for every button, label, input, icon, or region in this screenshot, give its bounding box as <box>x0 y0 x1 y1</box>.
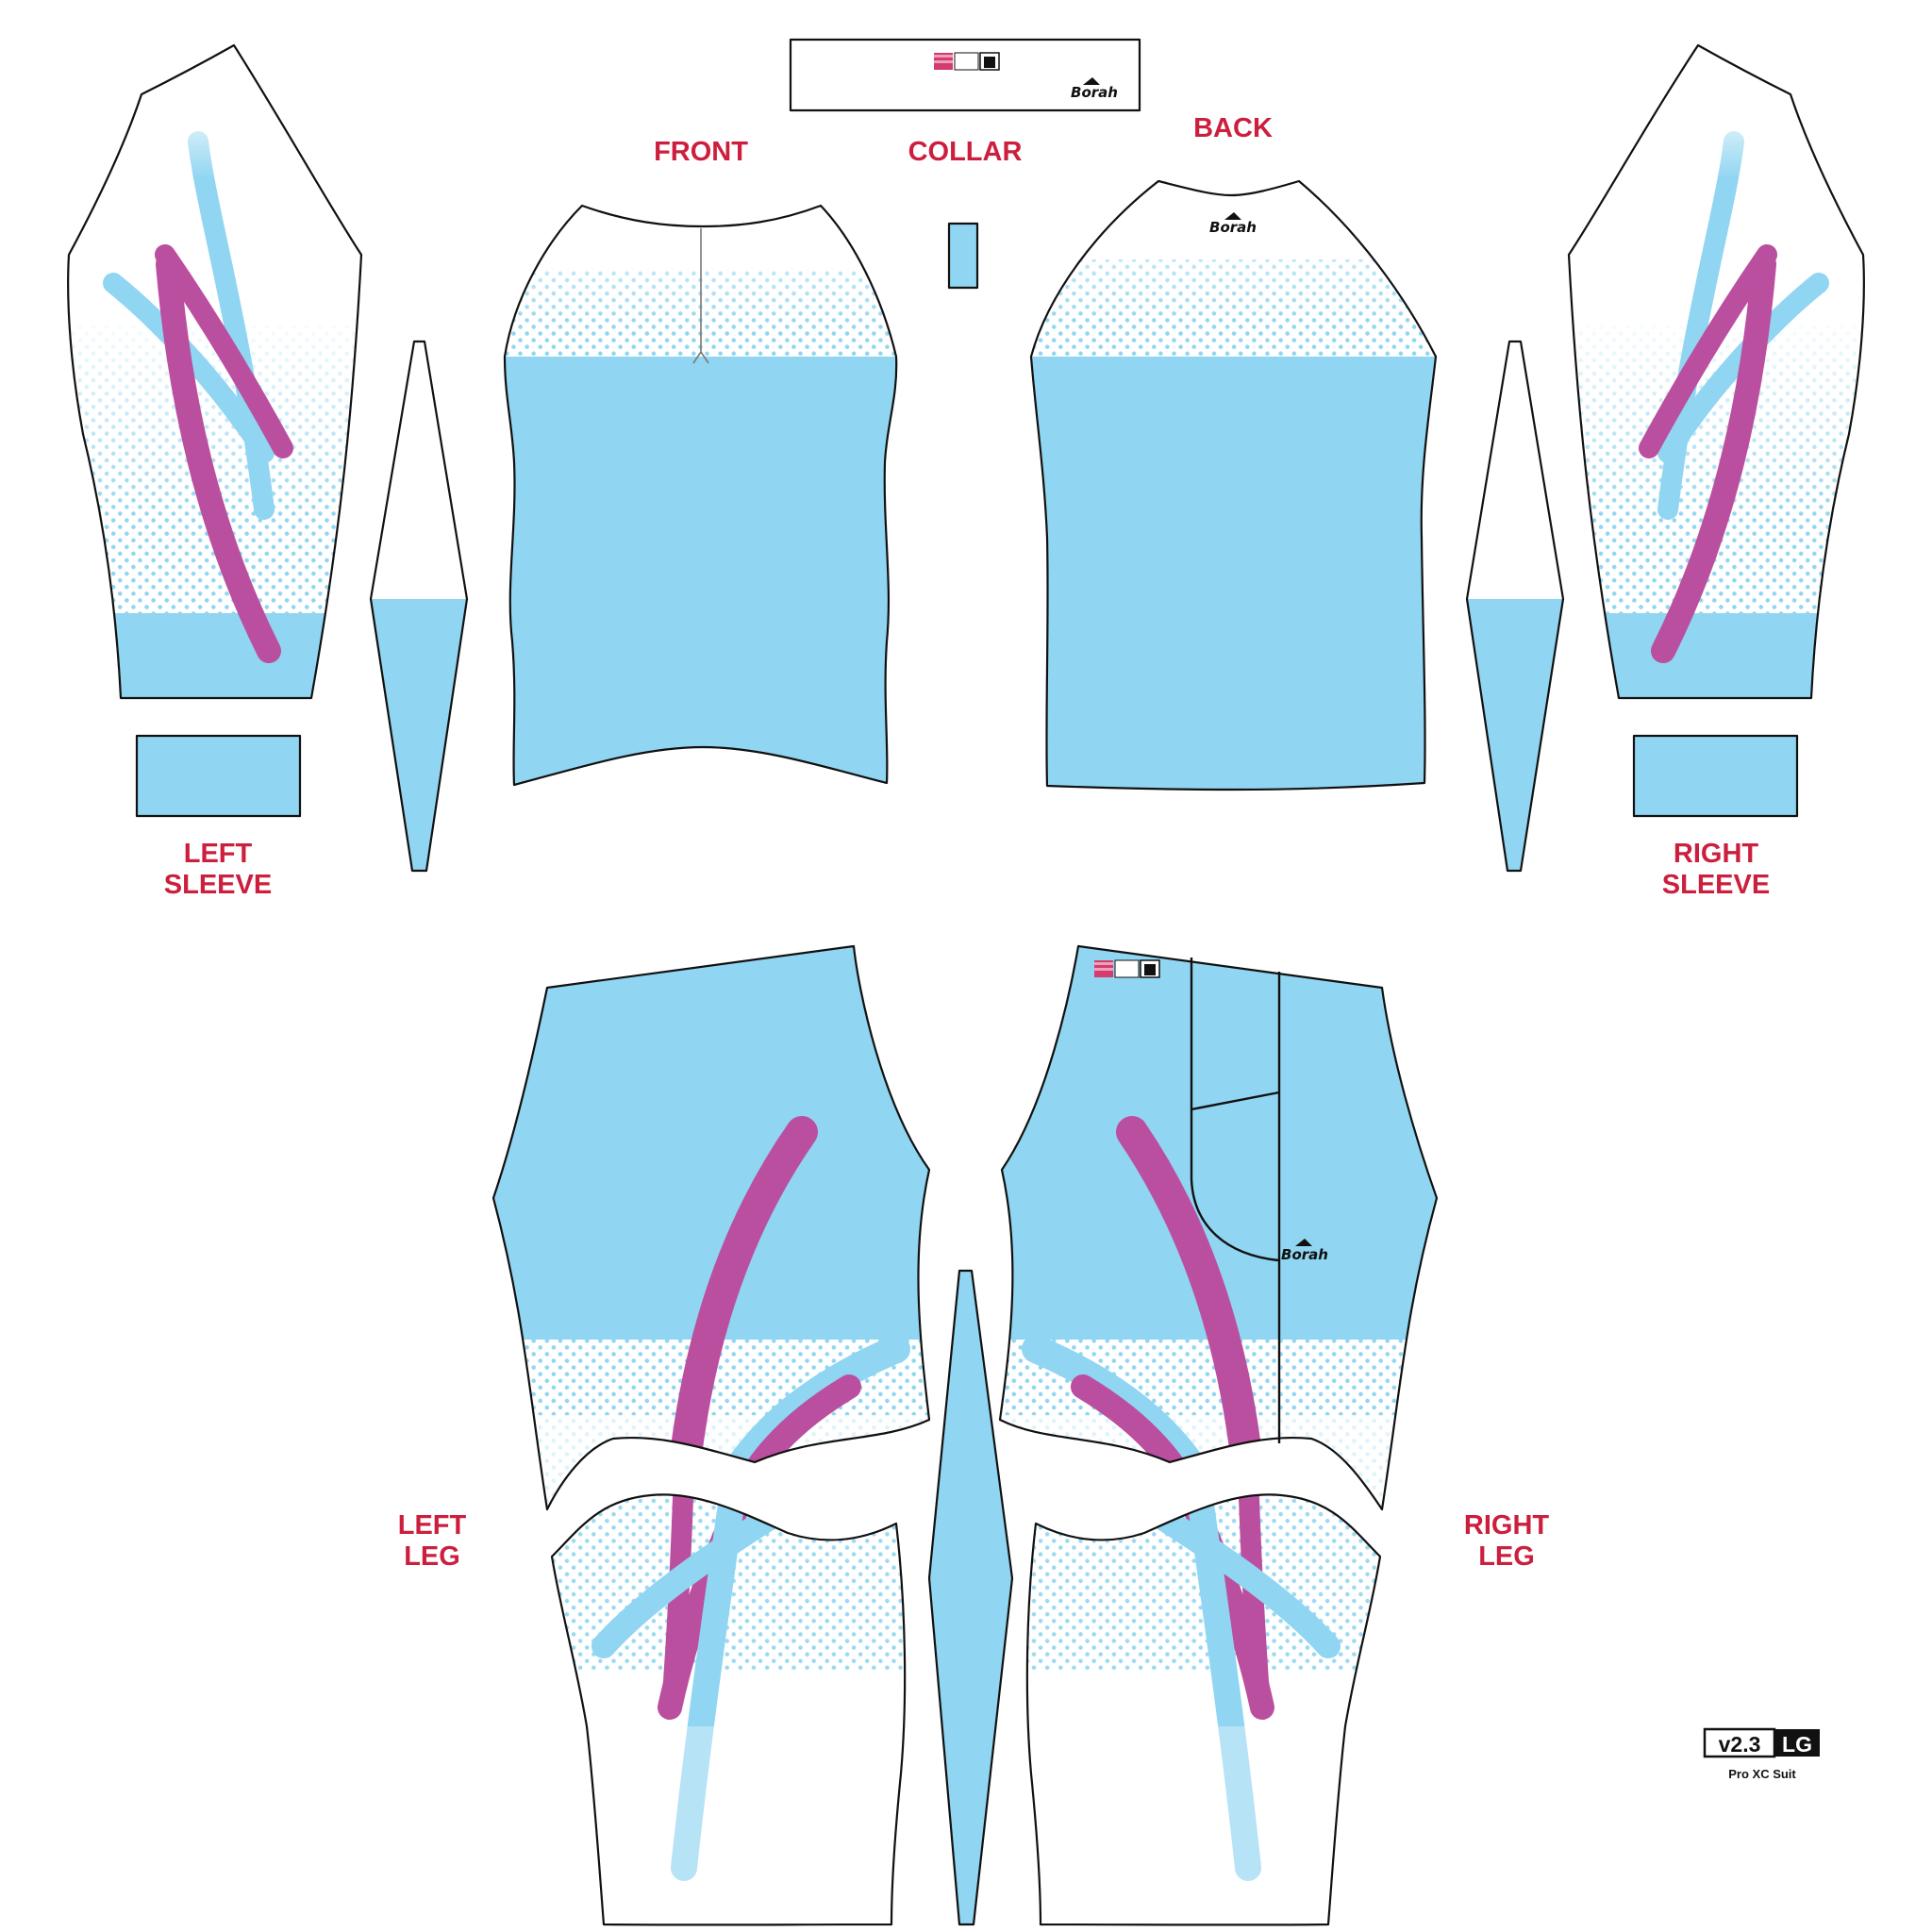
version-number: v2.3 <box>1719 1732 1761 1757</box>
right-sleeve-label-line2: SLEEVE <box>1662 870 1770 900</box>
right-side-panel <box>1465 340 1565 873</box>
size-code: LG <box>1782 1732 1812 1757</box>
back-brand-logo: Borah <box>1209 219 1257 236</box>
right-sleeve-panel <box>1567 43 1865 700</box>
right-leg-pocket-seam-outer <box>1190 958 1279 1262</box>
front-zipper-line <box>692 228 709 364</box>
right-leg-label-line1: RIGHT <box>1464 1510 1550 1541</box>
right-leg-thigh-panel: Borah <box>998 944 1439 1511</box>
right-leg-calf-panel <box>1025 1493 1382 1926</box>
right-leg-brand-logo: Borah <box>1281 1246 1328 1263</box>
left-leg-calf-panel <box>550 1493 907 1926</box>
front-panel <box>503 204 898 787</box>
left-leg-thigh-panel <box>491 944 931 1511</box>
collar-label-strip: Borah <box>789 38 1141 112</box>
borah-mountain-logo-icon <box>1083 77 1100 85</box>
borah-mountain-logo-icon <box>1224 212 1241 220</box>
product-name: Pro XC Suit <box>1728 1767 1796 1781</box>
left-sleeve-label-line1: LEFT <box>184 839 253 869</box>
left-leg-label-line1: LEFT <box>398 1510 467 1541</box>
right-leg-pocket-seam-cross <box>1191 1091 1280 1111</box>
size-tag-icon <box>1094 959 1160 978</box>
left-side-panel <box>369 340 469 873</box>
left-sleeve-label-line2: SLEEVE <box>164 870 272 900</box>
collar-piece <box>947 222 979 290</box>
right-cuff-panel <box>1632 734 1799 818</box>
left-cuff-panel <box>135 734 302 818</box>
version-badge: v2.3 LG Pro XC Suit <box>1703 1727 1820 1781</box>
left-leg-label-line2: LEG <box>404 1541 460 1572</box>
size-tag-icon <box>934 52 1000 71</box>
back-panel: Borah <box>1029 179 1438 791</box>
collar-brand-logo: Borah <box>1071 84 1118 101</box>
front-label: FRONT <box>654 137 748 167</box>
borah-mountain-logo-icon <box>1295 1239 1312 1246</box>
back-label: BACK <box>1193 113 1273 143</box>
left-sleeve-panel <box>67 43 363 700</box>
right-leg-label-line2: LEG <box>1478 1541 1535 1572</box>
collar-label: COLLAR <box>908 137 1023 167</box>
right-sleeve-label-line1: RIGHT <box>1674 839 1759 869</box>
inseam-panel <box>927 1269 1014 1926</box>
